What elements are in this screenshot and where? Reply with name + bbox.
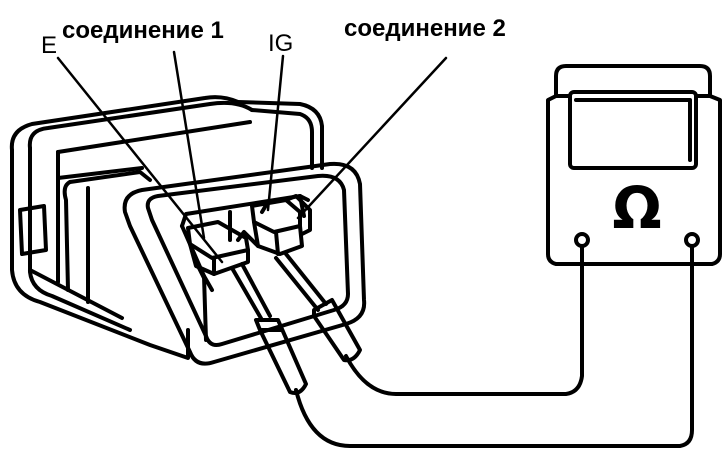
terminal-ig: [252, 196, 310, 254]
probe-left: [232, 264, 306, 393]
label-connection-1: соединение 1: [62, 17, 224, 44]
meter-terminal-right: [686, 234, 698, 246]
lead-to-left-terminal: [346, 240, 582, 394]
leader-lines: [58, 52, 446, 262]
test-leads: [296, 240, 692, 446]
ohm-symbol-text: Ω: [612, 178, 661, 236]
connector-body: [12, 97, 322, 358]
ohmmeter: [548, 66, 720, 264]
meter-display: [570, 92, 696, 168]
leader-e: [58, 58, 222, 262]
ohm-icon: Ω: [612, 178, 661, 236]
leader-connection-1: [174, 52, 204, 238]
probe-right: [276, 254, 360, 360]
terminal-e: [188, 222, 258, 282]
leader-ig: [268, 56, 283, 210]
label-ig: IG: [268, 30, 294, 57]
leader-connection-2: [298, 58, 446, 218]
meter-terminal-left: [576, 234, 588, 246]
label-e: E: [41, 32, 58, 59]
label-connection-2: соединение 2: [344, 15, 506, 42]
lead-to-right-terminal: [296, 242, 692, 446]
